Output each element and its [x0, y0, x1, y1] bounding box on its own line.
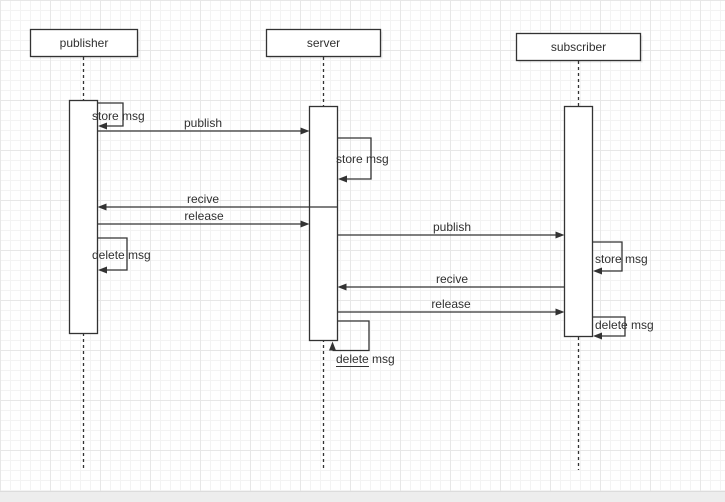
message-publish-to-server[interactable]: publish — [97, 116, 310, 135]
arrowhead — [337, 283, 347, 291]
actor-publisher[interactable]: publisher — [29, 28, 140, 59]
message-label[interactable]: delete msg — [595, 318, 654, 332]
message-server-store-msg[interactable]: store msg — [336, 137, 389, 183]
actor-label: publisher — [60, 36, 109, 50]
arrowhead — [97, 203, 107, 211]
message-subscriber-store-msg[interactable]: store msg — [592, 241, 648, 275]
arrowhead — [329, 341, 336, 351]
arrowhead — [593, 332, 602, 340]
arrowhead — [98, 266, 107, 274]
message-label[interactable]: publish — [433, 220, 471, 234]
actor-box[interactable] — [515, 32, 642, 62]
activation-subscriber[interactable] — [563, 105, 594, 338]
message-label[interactable]: delete msg — [336, 352, 395, 366]
actor-box[interactable] — [29, 28, 139, 58]
actor-subscriber[interactable]: subscriber — [515, 32, 643, 63]
message-server-delete-msg[interactable]: delete msg — [329, 320, 395, 367]
message-publisher-store-msg[interactable]: store msg — [92, 102, 145, 130]
message-recive-to-publisher[interactable]: recive — [97, 192, 338, 211]
message-label[interactable]: store msg — [595, 252, 648, 266]
arrowhead — [300, 127, 310, 135]
message-release-to-server[interactable]: release — [97, 209, 310, 228]
message-release-to-subscriber[interactable]: release — [337, 297, 565, 316]
arrowhead — [593, 267, 602, 275]
message-publisher-delete-msg[interactable]: delete msg — [92, 237, 151, 274]
arrowhead — [338, 175, 347, 183]
activation-publisher[interactable] — [68, 99, 99, 335]
message-label[interactable]: recive — [436, 272, 468, 286]
arrowhead — [555, 308, 565, 316]
activation-server[interactable] — [308, 105, 339, 342]
actor-label: subscriber — [551, 40, 606, 54]
arrowhead — [300, 220, 310, 228]
message-label[interactable]: release — [184, 209, 224, 223]
message-label[interactable]: delete msg — [92, 248, 151, 262]
message-label[interactable]: publish — [184, 116, 222, 130]
arrowhead — [98, 122, 107, 130]
actor-label: server — [307, 36, 340, 50]
arrowhead — [555, 231, 565, 239]
message-label[interactable]: store msg — [92, 109, 145, 123]
message-label[interactable]: store msg — [336, 152, 389, 166]
actor-server[interactable]: server — [265, 28, 383, 59]
message-recive-to-server[interactable]: recive — [337, 272, 565, 291]
actor-box[interactable] — [265, 28, 382, 58]
canvas-bottom-edge — [0, 491, 725, 502]
message-label[interactable]: release — [431, 297, 471, 311]
message-subscriber-delete-msg[interactable]: delete msg — [592, 316, 654, 340]
message-publish-to-subscriber[interactable]: publish — [337, 220, 565, 239]
message-label[interactable]: recive — [187, 192, 219, 206]
